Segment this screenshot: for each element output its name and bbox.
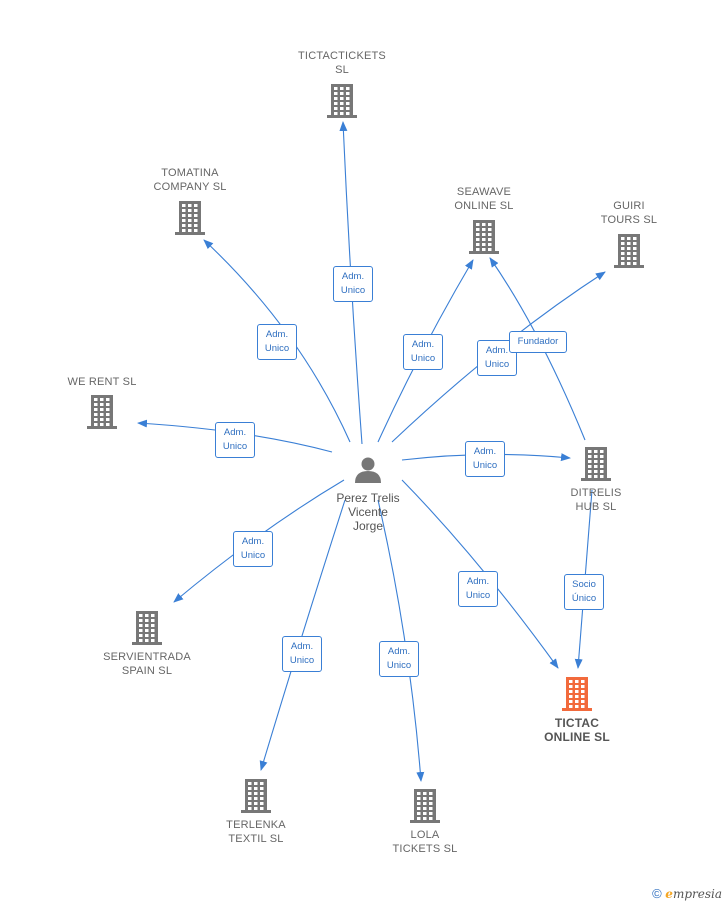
brand-logo[interactable]: empresia bbox=[665, 887, 722, 901]
edge-label-person-to-ditrelis[interactable]: Adm. Unico bbox=[465, 441, 505, 477]
company-terlenka-icon[interactable] bbox=[241, 779, 271, 813]
edge-label-person-to-werent[interactable]: Adm. Unico bbox=[215, 422, 255, 458]
company-tictac-icon[interactable] bbox=[562, 677, 592, 711]
edge-label-person-to-lola[interactable]: Adm. Unico bbox=[379, 641, 419, 677]
company-werent-icon[interactable] bbox=[87, 395, 117, 429]
company-tomatina-label[interactable]: TOMATINA COMPANY SL bbox=[153, 167, 227, 193]
edge-person-to-lola bbox=[377, 499, 425, 782]
person-icon[interactable] bbox=[355, 457, 381, 484]
edge-label-ditrelis-to-seawave[interactable]: Fundador bbox=[509, 331, 567, 353]
edge-person-to-terlenka bbox=[259, 499, 346, 771]
nodes-layer bbox=[87, 84, 644, 823]
edge-label-person-to-terlenka[interactable]: Adm. Unico bbox=[282, 636, 322, 672]
edge-label-person-to-tictactickets[interactable]: Adm. Unico bbox=[333, 266, 373, 302]
edge-label-person-to-servientrada[interactable]: Adm. Unico bbox=[233, 531, 273, 567]
company-tictactickets-label[interactable]: TICTACTICKETS SL bbox=[298, 50, 386, 76]
company-servientrada-label[interactable]: SERVIENTRADA SPAIN SL bbox=[103, 651, 191, 677]
edge-label-ditrelis-to-tictac[interactable]: Socio Único bbox=[564, 574, 604, 610]
company-ditrelis-icon[interactable] bbox=[581, 447, 611, 481]
copyright-icon: © bbox=[652, 886, 662, 901]
company-guiri-icon[interactable] bbox=[614, 234, 644, 268]
edge-label-person-to-tictac[interactable]: Adm. Unico bbox=[458, 571, 498, 607]
edges-layer bbox=[137, 121, 606, 782]
company-seawave-label[interactable]: SEAWAVE ONLINE SL bbox=[454, 186, 514, 212]
edge-label-person-to-seawave[interactable]: Adm. Unico bbox=[403, 334, 443, 370]
company-lola-icon[interactable] bbox=[410, 789, 440, 823]
copyright-footer: © empresia bbox=[652, 886, 722, 901]
company-lola-label[interactable]: LOLA TICKETS SL bbox=[392, 829, 458, 855]
company-terlenka-label[interactable]: TERLENKA TEXTIL SL bbox=[226, 819, 286, 845]
company-guiri-label[interactable]: GUIRI TOURS SL bbox=[600, 200, 658, 226]
company-ditrelis-label[interactable]: DITRELIS HUB SL bbox=[570, 487, 622, 513]
edge-person-to-tictac bbox=[401, 479, 559, 669]
company-seawave-icon[interactable] bbox=[469, 220, 499, 254]
edge-label-person-to-tomatina[interactable]: Adm. Unico bbox=[257, 324, 297, 360]
company-werent-label[interactable]: WE RENT SL bbox=[67, 376, 137, 388]
company-tictac-label[interactable]: TICTAC ONLINE SL bbox=[544, 716, 610, 744]
company-tictactickets-icon[interactable] bbox=[327, 84, 357, 118]
person-name-label[interactable]: Perez Trelis Vicente Jorge bbox=[336, 491, 400, 533]
company-servientrada-icon[interactable] bbox=[132, 611, 162, 645]
company-tomatina-icon[interactable] bbox=[175, 201, 205, 235]
